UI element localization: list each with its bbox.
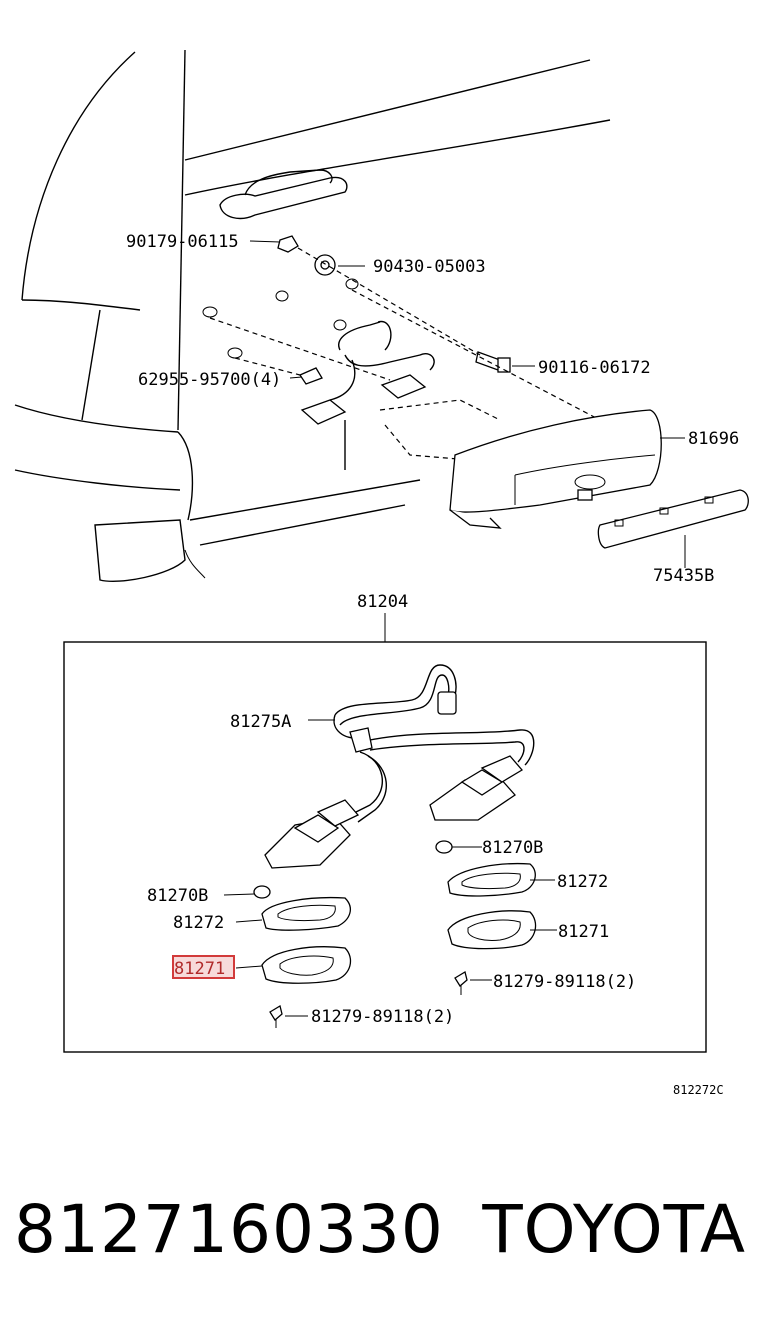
- garnish-81696: [449, 409, 662, 529]
- selected-part-highlight: [172, 955, 235, 979]
- strip-75435b: [597, 489, 749, 549]
- label-81271-left-selected[interactable]: 81271: [174, 959, 225, 979]
- label-81272-left: 81272: [173, 913, 224, 933]
- hardware-parts-upper: [277, 235, 511, 385]
- diagram-reference-code: 812272C: [673, 1083, 724, 1097]
- assembly-box-81204: [63, 613, 707, 1053]
- label-81271-right: 81271: [558, 922, 609, 942]
- label-62955-95700: 62955-95700(4): [138, 370, 281, 390]
- label-81204: 81204: [357, 592, 408, 612]
- right-lamp-parts: [435, 840, 537, 995]
- footer: 8127160330 TOYOTA: [0, 1190, 760, 1280]
- label-81279-89118-right: 81279-89118(2): [493, 972, 636, 992]
- label-90179-06115: 90179-06115: [126, 232, 239, 252]
- label-81270b-right: 81270B: [482, 838, 543, 858]
- harness-81275a: [333, 664, 535, 823]
- left-lamp-parts: [253, 885, 352, 1028]
- label-90430-05003: 90430-05003: [373, 257, 486, 277]
- label-81696: 81696: [688, 429, 739, 449]
- label-90116-06172: 90116-06172: [538, 358, 651, 378]
- leader-lines-lower: [223, 719, 557, 1017]
- labels-lower: 81275A 81270B 81272 81271 81279-89118(2)…: [147, 712, 724, 1097]
- vehicle-body-outline: [14, 49, 611, 582]
- brand-name: TOYOTA: [482, 1191, 746, 1268]
- leader-lines-upper: [249, 240, 686, 568]
- alignment-dashes-upper: [209, 247, 601, 461]
- parts-diagram: 90179-06115 90430-05003 62955-95700(4) 9…: [14, 49, 749, 1097]
- harness-upper: [300, 320, 435, 470]
- label-75435b: 75435B: [653, 566, 714, 586]
- label-81270b-left: 81270B: [147, 886, 208, 906]
- label-81272-right: 81272: [557, 872, 608, 892]
- label-81275a: 81275A: [230, 712, 291, 732]
- part-number: 8127160330: [14, 1191, 444, 1268]
- label-81279-89118-left: 81279-89118(2): [311, 1007, 454, 1027]
- lamp-sockets: [264, 755, 523, 869]
- labels-upper: 90179-06115 90430-05003 62955-95700(4) 9…: [126, 232, 739, 612]
